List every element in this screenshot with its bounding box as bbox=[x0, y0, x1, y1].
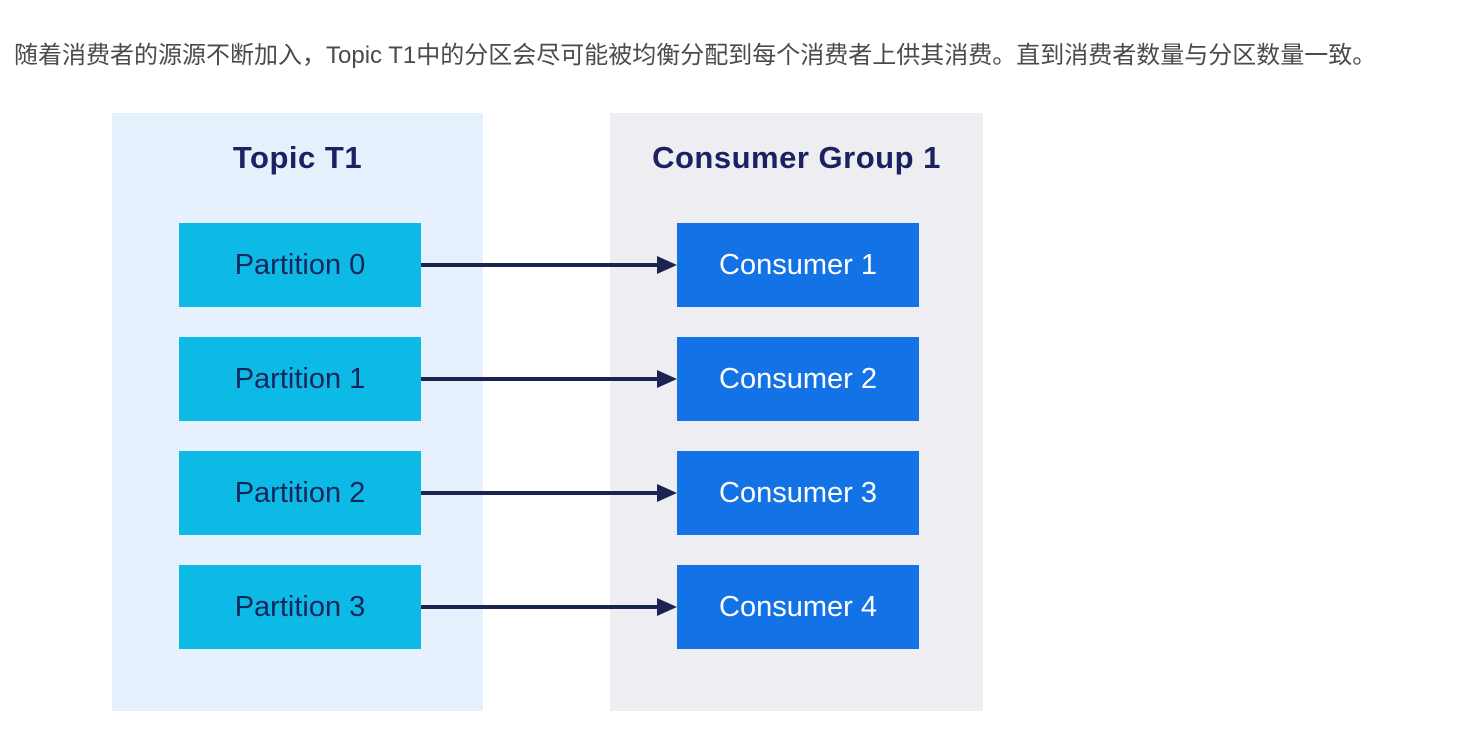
partition-box-1: Partition 1 bbox=[179, 337, 421, 421]
consumer-group-title: Consumer Group 1 bbox=[652, 140, 941, 175]
topic-panel: Topic T1 Partition 0 Partition 1 Partiti… bbox=[112, 113, 483, 711]
partition-box-2: Partition 2 bbox=[179, 451, 421, 535]
arrow-partition0-consumer1 bbox=[421, 256, 677, 274]
consumer-group-panel: Consumer Group 1 Consumer 1 Consumer 2 C… bbox=[610, 113, 983, 711]
arrowhead-icon bbox=[657, 256, 677, 274]
arrowhead-icon bbox=[657, 598, 677, 616]
consumer-box-2: Consumer 2 bbox=[677, 337, 919, 421]
consumer-box-1: Consumer 1 bbox=[677, 223, 919, 307]
consumer-box-3: Consumer 3 bbox=[677, 451, 919, 535]
consumer-box-4: Consumer 4 bbox=[677, 565, 919, 649]
arrow-partition2-consumer3 bbox=[421, 484, 677, 502]
partition-box-3: Partition 3 bbox=[179, 565, 421, 649]
intro-text: 随着消费者的源源不断加入，Topic T1中的分区会尽可能被均衡分配到每个消费者… bbox=[14, 42, 1377, 69]
arrowhead-icon bbox=[657, 484, 677, 502]
partition-box-0: Partition 0 bbox=[179, 223, 421, 307]
arrow-partition3-consumer4 bbox=[421, 598, 677, 616]
arrowhead-icon bbox=[657, 370, 677, 388]
topic-panel-title: Topic T1 bbox=[232, 140, 363, 175]
arrow-partition1-consumer2 bbox=[421, 370, 677, 388]
